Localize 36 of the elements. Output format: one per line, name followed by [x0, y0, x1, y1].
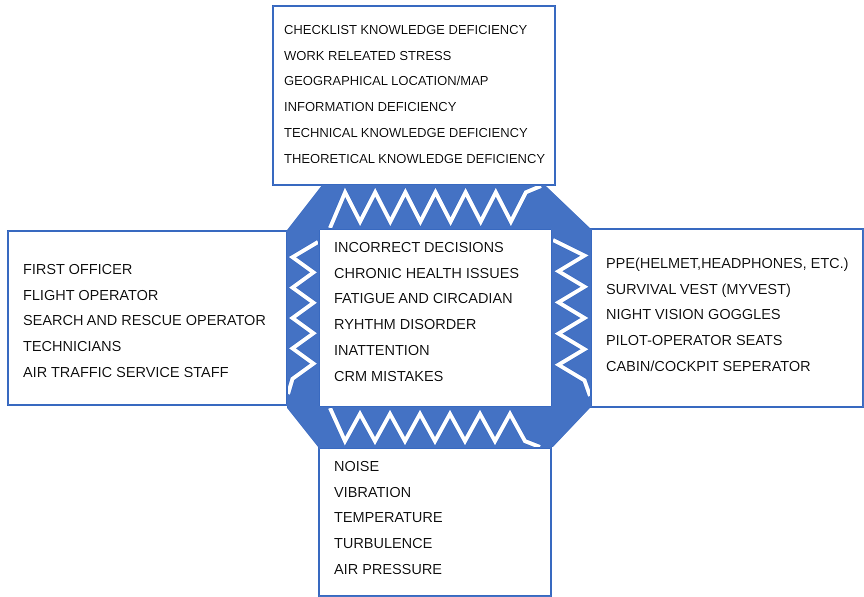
list-item: FLIGHT OPERATOR [23, 286, 160, 306]
list-item: GEOGRAPHICAL LOCATION/MAP [284, 72, 490, 90]
list-item: FIRST OFFICER [23, 261, 134, 280]
list-item: SEARCH AND RESCUE OPERATOR [23, 312, 267, 332]
zigzag-connector [552, 238, 592, 397]
list-item: CHRONIC HEALTH ISSUES [334, 264, 520, 284]
list-item: CRM MISTAKES [334, 368, 444, 387]
list-item: AIR PRESSURE [334, 560, 443, 580]
text-box [318, 228, 553, 408]
list-item: NIGHT VISION GOGGLES [606, 306, 782, 326]
list-item: SURVIVAL VEST (MYVEST) [606, 280, 792, 300]
list-item: TECHNICAL KNOWLEDGE DEFICIENCY [284, 124, 529, 142]
list-item: INATTENTION [334, 342, 431, 361]
list-item: RYHTHM DISORDER [334, 316, 478, 336]
text-box [318, 447, 552, 597]
list-item: WORK RELEATED STRESS [284, 46, 452, 65]
list-item: PPE(HELMET,HEADPHONES, ETC.) [606, 255, 848, 274]
list-item: TURBULENCE [334, 535, 434, 554]
list-item: NOISE [334, 458, 380, 477]
list-item: VIBRATION [334, 484, 412, 503]
list-item: INCORRECT DECISIONS [334, 239, 505, 258]
list-item: TEMPERATURE [334, 509, 444, 528]
list-item: CABIN/COCKPIT SEPERATOR [606, 358, 812, 377]
text-box [7, 230, 288, 406]
list-item: TECHNICIANS [23, 338, 122, 358]
list-item: PILOT-OPERATOR SEATS [606, 332, 784, 352]
zigzag-connector [286, 240, 320, 395]
list-item: AIR TRAFFIC SERVICE STAFF [23, 364, 230, 383]
zigzag-connector [328, 407, 541, 449]
text-box [590, 228, 864, 408]
list-item: CHECKLIST KNOWLEDGE DEFICIENCY [284, 21, 528, 39]
list-item: INFORMATION DEFICIENCY [284, 98, 458, 116]
list-item: FATIGUE AND CIRCADIAN [334, 290, 514, 310]
text-box [272, 5, 556, 186]
list-item: THEORETICAL KNOWLEDGE DEFICIENCY [284, 150, 544, 168]
zigzag-connector [328, 184, 542, 229]
